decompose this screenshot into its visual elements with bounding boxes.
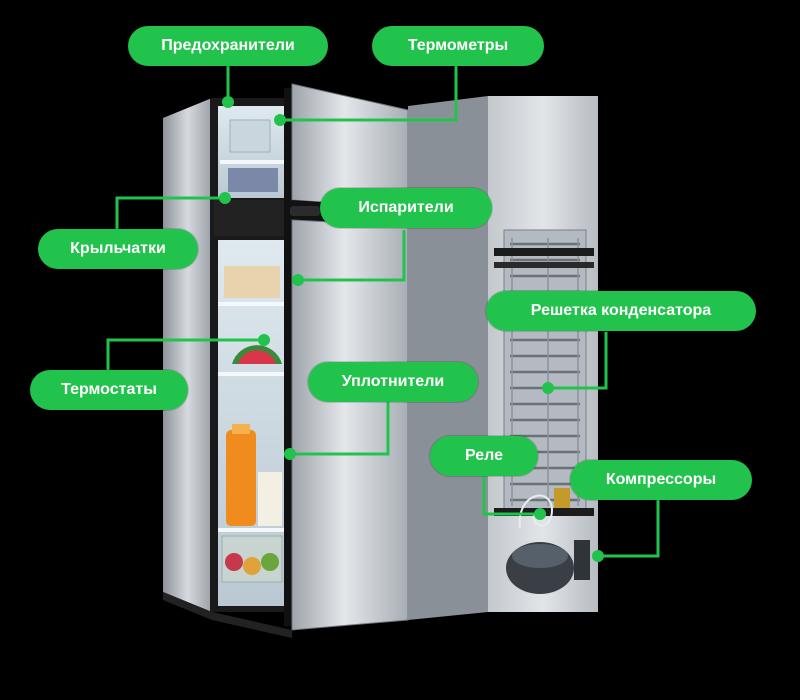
dot-impellers	[219, 192, 231, 204]
leader-lines	[106, 66, 660, 558]
label-evaporators: Испарители	[320, 188, 492, 228]
label-seals: Уплотнители	[308, 362, 478, 402]
dot-condenser	[542, 382, 554, 394]
leader-seals	[290, 402, 390, 456]
leader-thermostats	[106, 338, 264, 370]
freezer-food-box	[229, 119, 271, 153]
fridge-shelf-1	[218, 302, 286, 306]
coil-bracket-top	[494, 248, 594, 256]
leader-compressors	[598, 500, 660, 558]
dot-evaporators	[292, 274, 304, 286]
label-condenser-grille: Решетка конденсатора	[486, 291, 756, 331]
leader-condenser	[548, 332, 608, 390]
label-fuses: Предохранители	[128, 26, 328, 66]
fridge-side-panel	[163, 98, 212, 612]
fridge-shelf-2	[218, 372, 286, 376]
rear-fridge	[408, 96, 598, 620]
dot-seals	[284, 448, 296, 460]
fruit-1	[225, 553, 243, 571]
fruit-3	[261, 553, 279, 571]
label-compressors: Компрессоры	[570, 460, 752, 500]
dot-thermostats	[258, 334, 270, 346]
leader-thermometers	[280, 66, 458, 122]
leader-evaporators	[298, 230, 406, 282]
label-thermometers: Термометры	[372, 26, 544, 66]
dot-relay	[534, 508, 546, 520]
milk-carton	[258, 472, 282, 526]
coil-bracket-mid	[494, 262, 594, 268]
dot-thermometers	[274, 114, 286, 126]
fridge-shelf-3	[218, 528, 286, 532]
juice-bottle	[226, 430, 256, 526]
door-edge	[284, 88, 294, 626]
fridge-base	[163, 592, 292, 638]
door-handle	[290, 206, 320, 216]
leader-impellers	[115, 196, 225, 230]
label-relay: Реле	[430, 436, 538, 476]
compressor-pipe	[574, 540, 590, 580]
fruit-2	[243, 557, 261, 575]
compressor-top	[512, 544, 568, 568]
relay-box	[554, 488, 570, 508]
divider-strip	[214, 200, 288, 236]
dot-fuses	[222, 96, 234, 108]
leader-dots	[219, 96, 604, 562]
rear-side-panel	[408, 96, 488, 620]
front-fridge	[163, 83, 409, 638]
dot-compressors	[592, 550, 604, 562]
capillary-tube	[518, 494, 554, 529]
watermelon-flesh	[238, 350, 276, 364]
juice-cap	[232, 424, 250, 434]
leader-relay	[482, 476, 540, 516]
freezer-shelf	[220, 160, 284, 164]
food-boxes	[224, 266, 280, 298]
label-thermostats: Термостаты	[30, 370, 188, 410]
freezer-food	[228, 168, 278, 192]
label-impellers: Крыльчатки	[38, 229, 198, 269]
